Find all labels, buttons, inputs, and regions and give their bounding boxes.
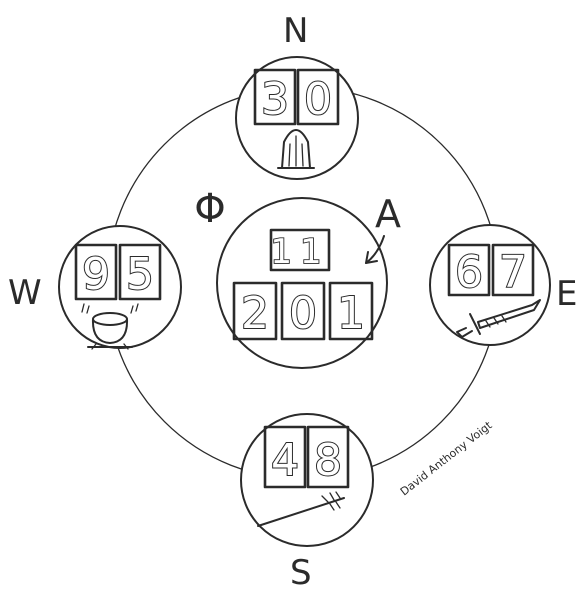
east-digit-1: 6 [455,247,483,298]
center-digit-1: 2 [241,288,269,339]
east-label: E [556,274,577,314]
east-digit-2: 7 [499,247,527,298]
label-a: A [375,192,401,236]
west-digit-2: 5 [126,249,154,300]
south-digit-2: 8 [314,435,342,486]
west-label: W [8,273,42,313]
south-label: S [290,553,312,591]
center-top-digits: 11 [270,232,329,272]
south-digit-1: 4 [271,435,299,486]
north-digit-2: 0 [304,74,332,125]
center-digit-3: 1 [337,288,365,339]
center-digit-2: 0 [289,288,317,339]
west-digit-1: 9 [82,249,110,300]
artist-signature: David Anthony Voigt [398,418,495,498]
north-digit-1: 3 [261,74,289,125]
phi-symbol: Φ [194,186,225,232]
north-label: N [283,11,308,51]
